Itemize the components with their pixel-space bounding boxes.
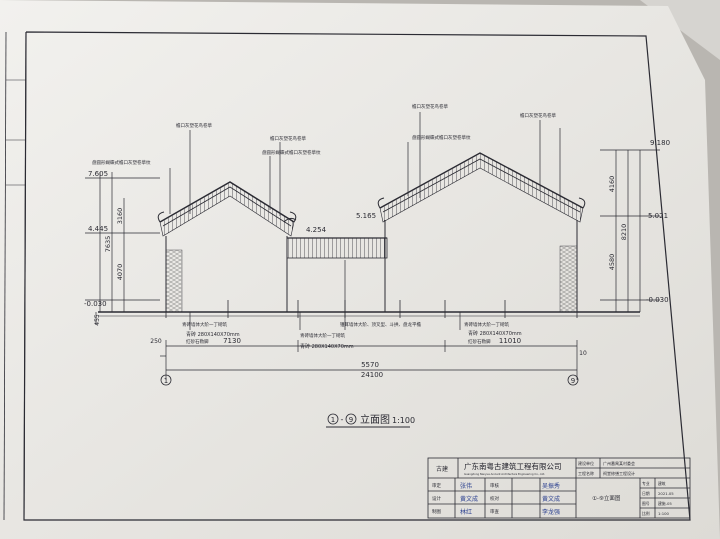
tb-row2-sign: 黄文成 xyxy=(460,495,478,503)
tb-project2-label: 工程名称 xyxy=(578,470,594,476)
hdim-11010: 11010 xyxy=(499,337,521,345)
note-ridge-right: 盘圆形蝴蝶式檐口灰塑卷草纹 xyxy=(412,134,471,141)
tb-project-label: 建设单位 xyxy=(578,460,594,466)
vdim-right-4580: 4580 xyxy=(608,254,616,271)
tb-meta-v2: 建施-05 xyxy=(658,501,672,506)
elev-left-top: 7.605 xyxy=(88,170,108,178)
note-bottom-4-size: 青砖 280X140X70mm xyxy=(468,330,522,337)
vdim-left-455: 455 xyxy=(94,314,101,326)
dimension-lines xyxy=(85,112,660,380)
elev-right-top: 9.180 xyxy=(650,139,670,147)
note-bottom-1: 青砖墙体大阶一丁砌筑 xyxy=(182,321,227,328)
logo-mark: 古建 xyxy=(436,465,448,473)
drawing-scale: 1:100 xyxy=(392,416,415,425)
vdim-right-4160: 4160 xyxy=(608,176,616,193)
hdim-250: 250 xyxy=(150,338,162,345)
vdim-left-3160: 3160 xyxy=(116,208,124,225)
title-block xyxy=(427,457,691,519)
tb-project2-value: 祠堂修缮工程设计 xyxy=(603,470,635,476)
note-bottom-1-b: 青砖 280X140X70mm xyxy=(300,343,354,350)
hdim-5570: 5570 xyxy=(361,361,379,369)
note-top-left: 檐口灰塑花鸟卷草 xyxy=(176,122,212,129)
axis-label-left: 1 xyxy=(164,377,168,385)
title-axis-end: 9 xyxy=(349,416,353,424)
elev-left-base: -0.030 xyxy=(84,300,107,308)
note-bottom-2: 青砖墙体大阶一丁砌筑 xyxy=(300,332,345,339)
elev-mid-high: 5.165 xyxy=(356,212,376,220)
company-name: 广东南粤古建筑工程有限公司 xyxy=(464,461,562,471)
building-elevation xyxy=(98,152,640,318)
tb-row2-label: 设计 xyxy=(432,495,441,502)
tb-drawing-name: ①-⑨立面图 xyxy=(592,494,621,502)
note-bottom-4-c: 红砂石勒脚 xyxy=(468,338,491,345)
tb-meta-v1: 2021.05 xyxy=(658,491,674,496)
company-english: Guangdong Nanyue Ancient Architecture En… xyxy=(464,472,545,476)
note-bottom-4: 青砖墙体大阶一丁砌筑 xyxy=(464,321,509,328)
tb-row3-label2: 审查 xyxy=(490,508,499,515)
note-ridge-mid: 盘圆形蝴蝶式檐口灰塑卷草纹 xyxy=(262,149,321,156)
elev-right-base: -0.030 xyxy=(646,296,669,304)
note-bottom-1-c: 红砂石勒脚 xyxy=(186,338,209,345)
tb-row1-sign: 张伟 xyxy=(460,482,472,490)
tb-row3-label: 制图 xyxy=(432,508,441,515)
axis-label-right: 9 xyxy=(571,377,575,385)
hdim-10: 10 xyxy=(579,350,587,357)
tb-row2-sign2: 黄文成 xyxy=(542,495,560,503)
tb-row1-label: 审定 xyxy=(432,482,441,489)
hdim-7130: 7130 xyxy=(223,337,241,345)
tb-meta-k1: 日期 xyxy=(642,491,650,496)
vdim-left-7635: 7635 xyxy=(104,236,112,253)
title-dash: - xyxy=(341,415,344,424)
elev-left-mid: 4.445 xyxy=(88,225,108,233)
elev-mid-low: 4.254 xyxy=(306,226,327,234)
tb-row3-sign2: 李龙强 xyxy=(542,508,560,516)
note-top-right-b: 檐口灰塑花鸟卷草 xyxy=(520,112,556,119)
tb-row3-sign: 林红 xyxy=(460,508,472,516)
note-ridge-left: 盘圆形蝴蝶式檐口灰塑卷草纹 xyxy=(92,159,151,166)
note-bottom-1-size: 青砖 280X140X70mm xyxy=(186,331,240,338)
tb-meta-v0: 建筑 xyxy=(658,481,666,486)
tb-meta-k3: 比例 xyxy=(642,511,650,516)
tb-meta-k0: 专业 xyxy=(642,481,650,486)
tb-row1-sign2: 吴振秀 xyxy=(542,482,560,490)
tb-project-value: 广州番禺某村委会 xyxy=(603,460,635,466)
hdim-24100: 24100 xyxy=(361,371,383,379)
note-bottom-3: 镬耳墙体大阶、顶叉型、斗拱、盘龙平檐 xyxy=(340,321,421,328)
elev-right-mid: 5.021 xyxy=(648,212,668,220)
title-axis-start: 1 xyxy=(331,416,335,424)
vdim-right-8210: 8210 xyxy=(620,224,628,241)
tb-meta-v3: 1:100 xyxy=(658,511,670,516)
tb-row1-label2: 审核 xyxy=(490,482,499,489)
vdim-left-4070: 4070 xyxy=(116,264,124,281)
tb-meta-k2: 图号 xyxy=(642,501,650,506)
note-top-mid: 檐口灰塑花鸟卷草 xyxy=(270,135,306,142)
drawing-title-text: 立面图 xyxy=(360,413,390,426)
note-top-right-a: 檐口灰塑花鸟卷草 xyxy=(412,103,448,110)
tb-row2-label2: 校对 xyxy=(490,495,499,502)
